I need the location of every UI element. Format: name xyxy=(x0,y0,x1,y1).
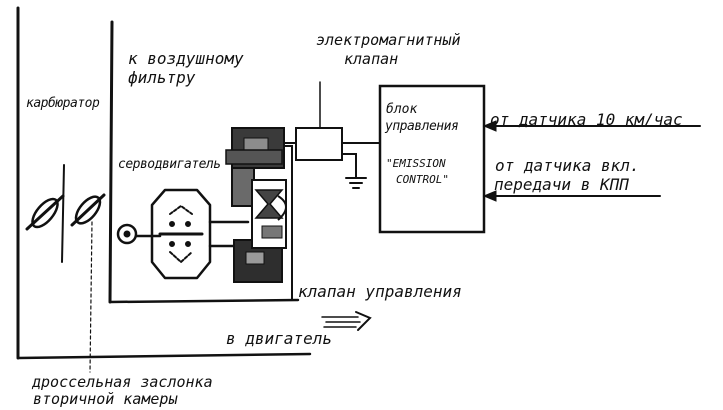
air-filter-label-line1: к воздушному xyxy=(128,49,244,68)
control-unit-label-line2: управления xyxy=(385,119,459,134)
speed-sensor-label: от датчика 10 км/час xyxy=(490,110,683,129)
ground-symbol xyxy=(345,177,367,189)
throttle-label-line1: дроссельная заслонка xyxy=(32,373,213,391)
throttle-pivot xyxy=(116,223,138,245)
air-filter-label-line2: фильтру xyxy=(128,68,196,87)
servo-motor xyxy=(150,188,212,280)
throttle-leader-line xyxy=(89,221,93,373)
secondary-throttle-valve xyxy=(70,193,106,227)
engine-floor-line xyxy=(16,352,312,360)
emission-label-line1: "EMISSION xyxy=(386,157,446,170)
control-valve-label: клапан управления xyxy=(298,282,462,301)
solenoid-coil xyxy=(295,127,343,161)
emission-label-line2: CONTROL" xyxy=(396,173,449,186)
throttle-label-line2: вторичной камеры xyxy=(33,390,178,408)
carburetor-inner-wall xyxy=(108,20,114,304)
solenoid-label-line2: клапан xyxy=(344,50,399,68)
ground-wire xyxy=(341,153,357,179)
valve-diaphragm xyxy=(254,189,284,219)
flow-to-engine-arrow xyxy=(321,311,372,331)
intake-channel-line xyxy=(108,298,300,304)
servo-label: серводвигатель xyxy=(118,157,221,172)
control-valve-assembly xyxy=(225,127,293,300)
valve-left-section xyxy=(231,167,255,207)
gear-sensor-label-line1: от датчика вкл. xyxy=(495,156,640,175)
chamber-divider xyxy=(61,164,65,263)
primary-throttle-valve xyxy=(25,194,65,231)
control-unit-label-line1: блок xyxy=(386,102,418,117)
solenoid-label-line1: электромагнитный xyxy=(316,31,461,49)
gear-sensor-label-line2: передачи в КПП xyxy=(494,175,629,194)
control-unit-box xyxy=(378,84,486,234)
carburetor-label: карбюратор xyxy=(26,96,100,111)
control-valve-leader xyxy=(284,145,293,300)
to-engine-label: в двигатель xyxy=(226,329,332,348)
